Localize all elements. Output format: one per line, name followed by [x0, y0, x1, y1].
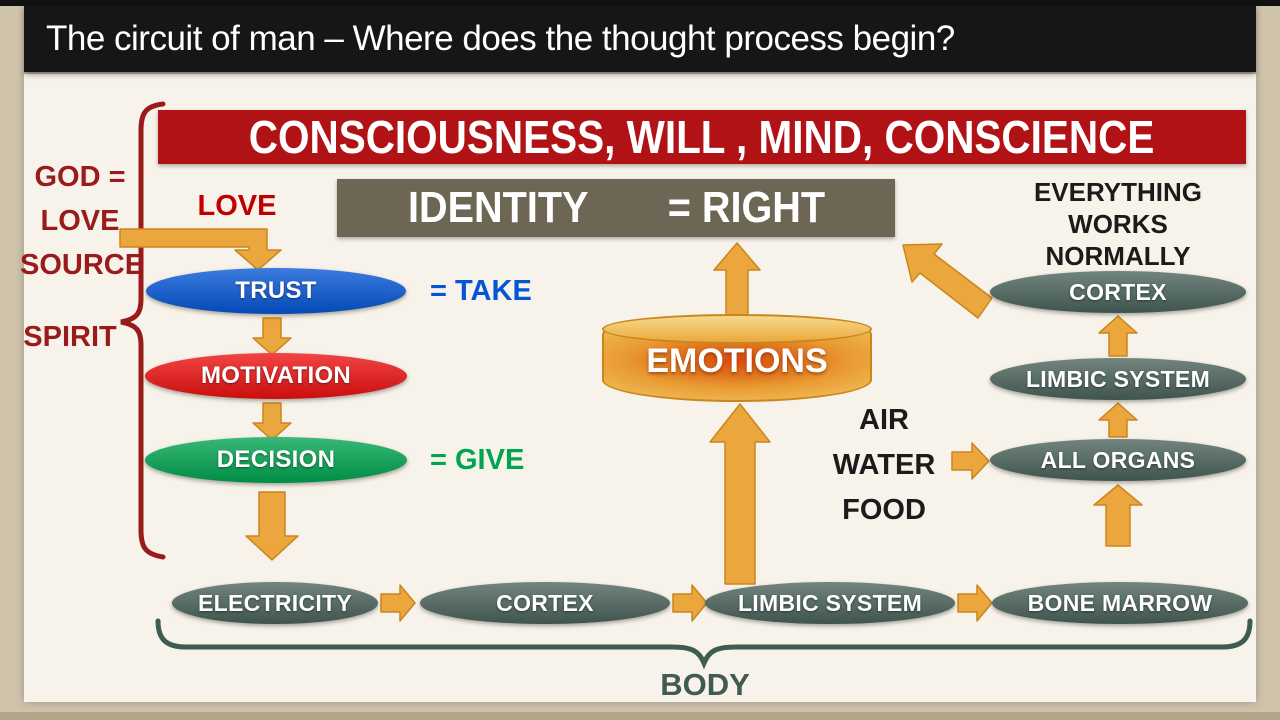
all-organs-node: ALL ORGANS	[990, 439, 1246, 481]
motivation-node: MOTIVATION	[145, 353, 407, 399]
arrow-decision-to-electricity	[245, 491, 299, 561]
arrow-limbic-to-emotions	[709, 403, 771, 585]
emotions-cylinder: EMOTIONS	[602, 314, 872, 404]
bone-marrow-node: BONE MARROW	[992, 582, 1248, 624]
body-brace	[155, 618, 1253, 670]
god-love-source-label: GOD = LOVE SOURCE	[20, 155, 145, 287]
spirit-label: SPIRIT	[23, 321, 117, 353]
everything-works-label: EVERYTHING WORKS NORMALLY	[990, 176, 1246, 272]
food-line: FOOD	[842, 494, 926, 526]
title-bar: The circuit of man – Where does the thou…	[24, 6, 1256, 72]
trust-node: TRUST	[146, 268, 406, 314]
arrow-cortex-to-limbic	[672, 584, 708, 622]
emotions-cylinder-top	[602, 314, 872, 344]
limbic-right-node: LIMBIC SYSTEM	[990, 358, 1246, 400]
arrow-god-to-trust	[119, 228, 282, 271]
air-water-food-label: AIR WATER FOOD	[828, 398, 940, 533]
arrow-limbic-to-cortex	[1098, 315, 1138, 357]
emotions-label: EMOTIONS	[646, 342, 828, 380]
arrow-emotions-to-identity	[713, 242, 761, 317]
arrow-cortex-to-identity	[902, 243, 993, 319]
consciousness-banner: CONSCIOUSNESS, WILL , MIND, CONSCIENCE	[158, 110, 1246, 164]
body-label: BODY	[660, 667, 750, 702]
god-line: GOD =	[34, 161, 126, 193]
slide-title: The circuit of man – Where does the thou…	[46, 19, 955, 58]
identity-right-label: = RIGHT	[667, 183, 825, 232]
take-label: = TAKE	[430, 275, 532, 307]
love-line: LOVE	[40, 205, 120, 237]
air-line: AIR	[859, 404, 909, 436]
arrow-food-to-organs	[951, 442, 990, 480]
arrow-motivation-to-decision	[252, 402, 292, 441]
cortex-right-node: CORTEX	[990, 271, 1246, 313]
identity-label: IDENTITY	[408, 183, 589, 232]
electricity-node: ELECTRICITY	[172, 582, 378, 624]
decision-node: DECISION	[145, 437, 407, 483]
arrow-organs-to-limbic	[1098, 402, 1138, 438]
identity-banner: IDENTITY = RIGHT	[337, 179, 895, 237]
limbic-bottom-node: LIMBIC SYSTEM	[705, 582, 955, 624]
normally-line: NORMALLY	[1045, 241, 1191, 271]
water-line: WATER	[832, 449, 936, 481]
cortex-bottom-node: CORTEX	[420, 582, 670, 624]
everything-works-line: EVERYTHING WORKS	[1033, 177, 1203, 239]
arrow-bonemarrow-to-organs	[1093, 484, 1143, 547]
give-label: = GIVE	[430, 444, 525, 476]
love-arrow-label: LOVE	[197, 190, 277, 222]
source-line: SOURCE	[20, 249, 145, 281]
arrow-limbic-to-bonemarrow	[957, 584, 993, 622]
bottom-border-strip	[0, 712, 1280, 720]
consciousness-banner-label: CONSCIOUSNESS, WILL , MIND, CONSCIENCE	[249, 111, 1155, 163]
arrow-trust-to-motivation	[252, 317, 292, 356]
top-border-strip	[0, 0, 1280, 6]
spirit-brace	[120, 101, 166, 560]
arrow-electricity-to-cortex	[380, 584, 416, 622]
